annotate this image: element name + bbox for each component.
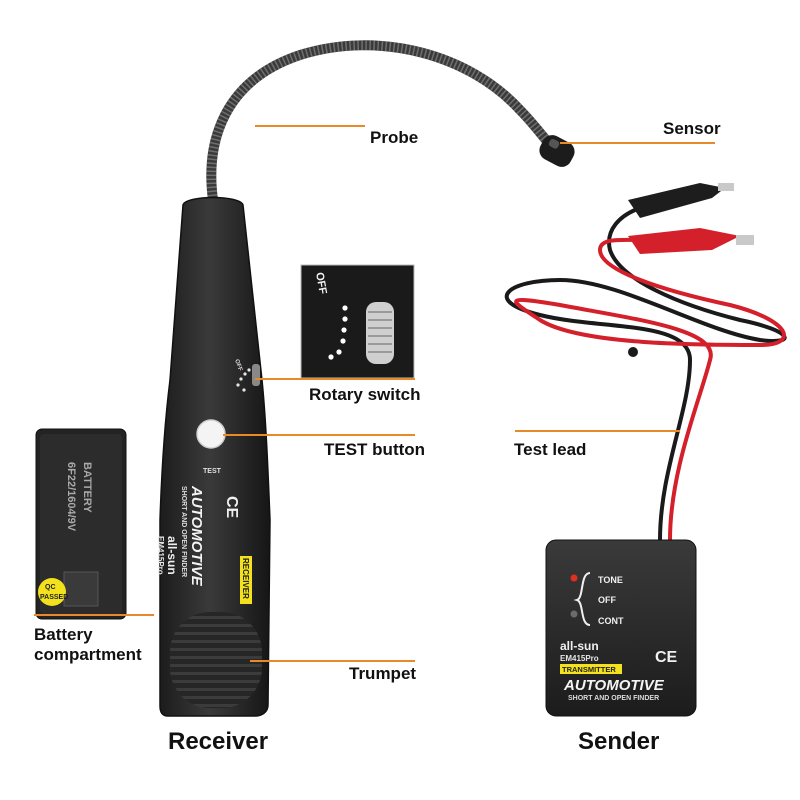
receiver-off-mark: OFF <box>233 359 243 373</box>
battery-text-1: BATTERY <box>81 462 93 513</box>
label-sensor: Sensor <box>663 119 721 138</box>
label-battery-2: compartment <box>34 645 142 664</box>
leader-rotary <box>255 378 415 380</box>
label-rotary-switch: Rotary switch <box>309 385 421 404</box>
probe <box>206 40 575 205</box>
battery-cover: BATTERY 6F22/1604/9V QC PASSED <box>35 428 127 620</box>
leader-test-button <box>223 434 415 436</box>
sender-mode-cont: CONT <box>598 616 624 626</box>
rotary-switch-inset: OFF <box>300 264 415 379</box>
qc-line-1: QC <box>45 584 56 591</box>
battery-text-2: 6F22/1604/9V <box>65 462 77 532</box>
label-trumpet: Trumpet <box>349 664 417 683</box>
sender-ce-mark: CE <box>655 649 678 666</box>
probe-gooseneck <box>206 40 560 205</box>
caption-sender: Sender <box>578 728 660 755</box>
inset-off-mark: OFF <box>313 271 329 295</box>
receiver-role-badge: RECEIVER <box>241 558 250 599</box>
leader-sensor <box>560 142 715 144</box>
qc-line-2: PASSED <box>40 594 68 601</box>
receiver-rotary-wheel <box>252 364 260 386</box>
sender-model: EM415Pro <box>560 654 599 663</box>
leader-probe <box>255 125 365 127</box>
label-test-button: TEST button <box>324 440 426 459</box>
sender-mode-off: OFF <box>598 595 616 605</box>
leader-trumpet <box>250 660 415 662</box>
label-test-lead: Test lead <box>514 440 587 459</box>
receiver-switch-scale <box>236 368 251 392</box>
leader-battery <box>34 614 154 616</box>
sender-product-line: AUTOMOTIVE <box>563 677 665 694</box>
label-probe: Probe <box>370 128 419 147</box>
receiver-brand: all-sun <box>165 536 179 575</box>
receiver-product-sub: SHORT AND OPEN FINDER <box>180 486 187 577</box>
caption-receiver: Receiver <box>168 728 269 755</box>
receiver-product-line: AUTOMOTIVE <box>188 485 205 587</box>
sender-brand: all-sun <box>560 639 599 653</box>
receiver-ce-mark: CE <box>223 496 240 519</box>
leader-test-lead <box>515 430 680 432</box>
lead-black <box>504 206 787 542</box>
alligator-clip-black <box>628 183 734 218</box>
sender-mode-tone: TONE <box>598 575 623 585</box>
receiver: OFF TEST CE AUTOMOTIVE SHORT AND OPEN FI… <box>156 196 271 717</box>
rotary-wheel[interactable] <box>366 302 394 364</box>
sender: TONE OFF CONT all-sun EM415Pro TRANSMITT… <box>545 539 697 717</box>
trumpet-grille <box>170 612 262 708</box>
sender-product-sub: SHORT AND OPEN FINDER <box>568 695 659 702</box>
test-lead <box>504 206 787 542</box>
qc-sticker <box>38 578 66 606</box>
cont-led <box>570 610 578 618</box>
tone-led <box>570 574 578 582</box>
sender-role-badge: TRANSMITTER <box>562 665 616 674</box>
test-button[interactable] <box>196 419 226 449</box>
label-battery-1: Battery <box>34 625 93 644</box>
receiver-model: EM415Pro <box>156 536 165 575</box>
lead-red <box>514 237 786 542</box>
test-button-mark: TEST <box>203 468 222 475</box>
alligator-clip-red <box>628 228 754 254</box>
